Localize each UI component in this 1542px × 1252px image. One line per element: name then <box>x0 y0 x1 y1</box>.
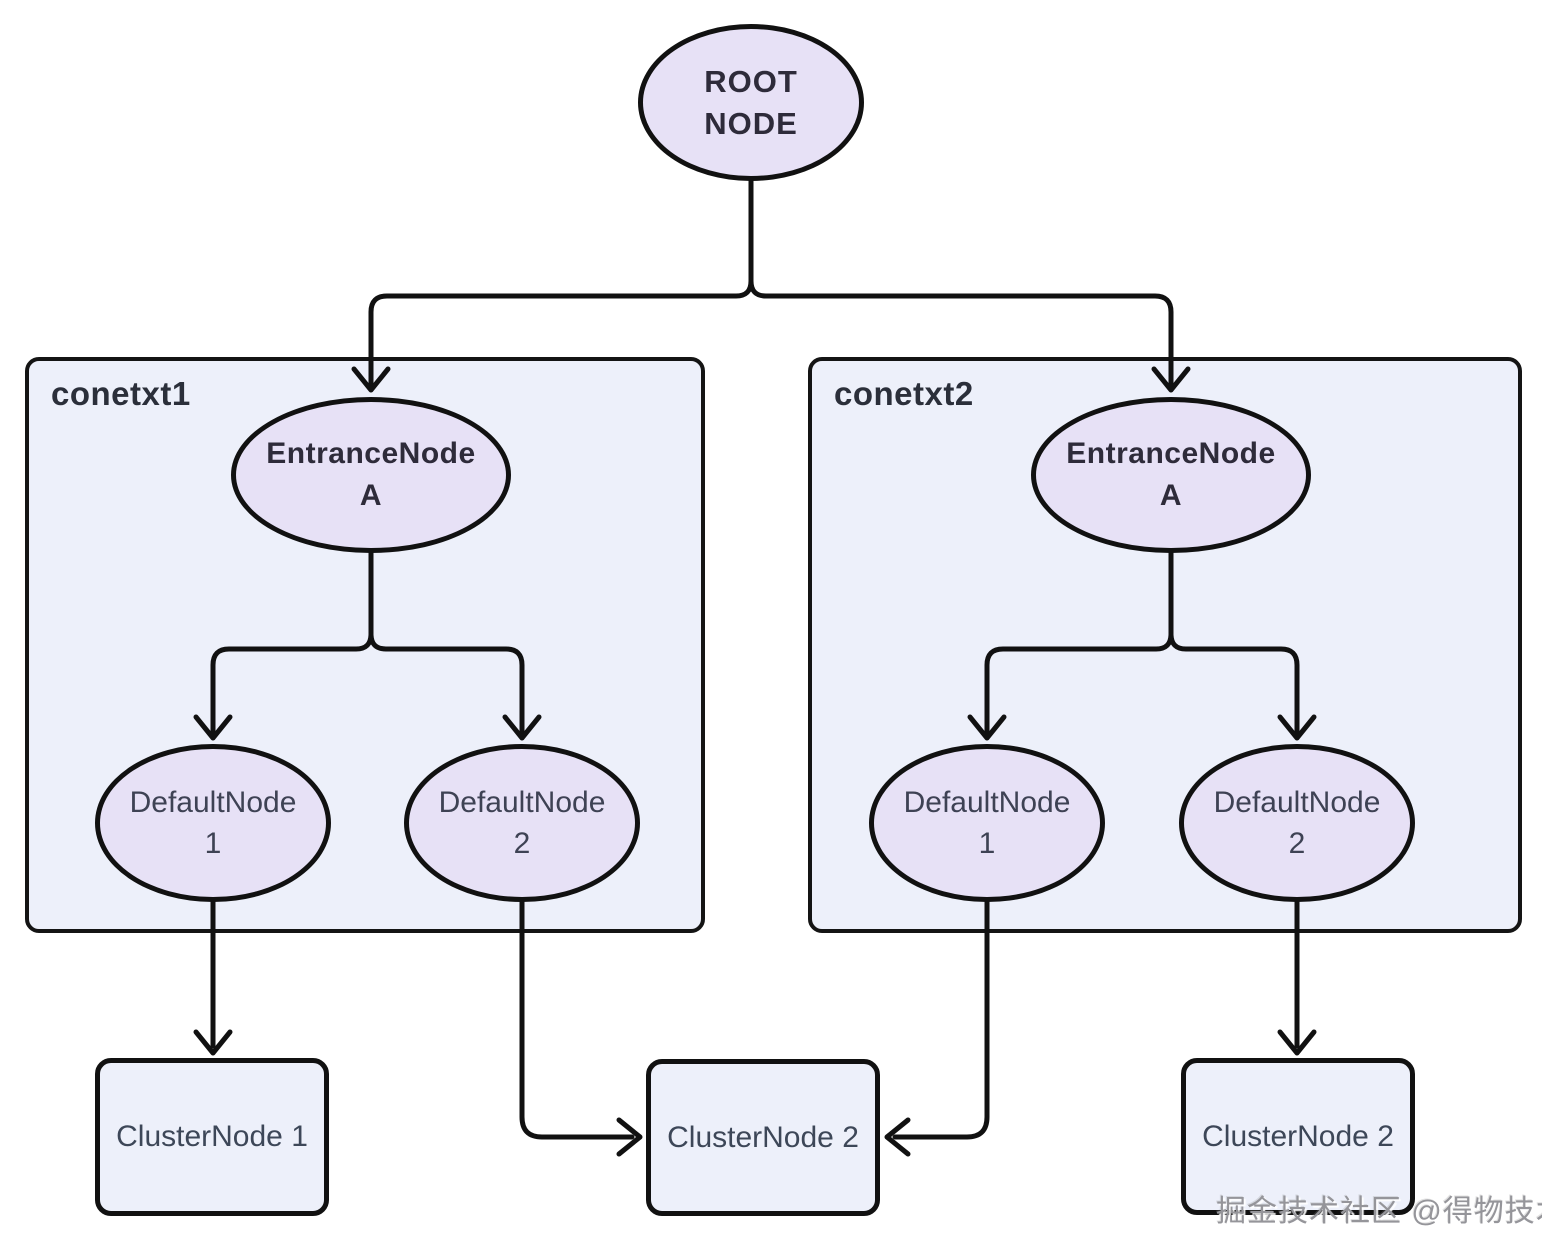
arrow-default12-to-cluster2 <box>519 899 635 1140</box>
context1-label: conetxt1 <box>51 375 191 412</box>
context1-entrance-node: EntranceNode A <box>231 397 511 553</box>
context1-default1-label-line1: DefaultNode <box>129 786 297 819</box>
arrow-default22-to-cluster2r-head <box>1277 1029 1317 1056</box>
cluster-node-2-right: ClusterNode 2 <box>1181 1058 1415 1215</box>
context1-entrance-label-line1: EntranceNode <box>266 437 476 470</box>
cluster-node-2-right-label: ClusterNode 2 <box>1202 1119 1394 1153</box>
context2-default-node-2: DefaultNode 2 <box>1179 744 1415 902</box>
arrow-root-to-context2-head <box>1151 366 1191 393</box>
context2-default-node-1: DefaultNode 1 <box>869 744 1105 902</box>
arrow-entrance2-to-default1 <box>984 631 1174 735</box>
cluster-node-2-middle-label: ClusterNode 2 <box>667 1120 859 1154</box>
context2-entrance-node: EntranceNode A <box>1031 397 1311 553</box>
cluster-node-2-middle: ClusterNode 2 <box>646 1059 880 1216</box>
arrow-entrance2-to-default2-head <box>1277 714 1317 741</box>
arrow-root-to-context1-head <box>351 366 391 393</box>
watermark-text: 掘金技术社区 @得物技术 <box>1216 1195 1542 1228</box>
root-node-label-line1: ROOT <box>704 63 798 99</box>
context2-default2-label-line1: DefaultNode <box>1213 786 1381 819</box>
root-node-label-line2: NODE <box>704 105 798 141</box>
context1-entrance-label-line2: A <box>359 479 383 512</box>
context2-default1-label-line2: 1 <box>978 827 996 860</box>
arrow-default12-to-cluster2-head <box>616 1117 643 1157</box>
arrow-entrance2-to-default2 <box>1168 631 1300 735</box>
context2-entrance-label-line2: A <box>1159 479 1183 512</box>
arrow-default21-to-cluster2-head <box>884 1117 911 1157</box>
arrow-entrance1-to-default1-head <box>193 714 233 741</box>
root-node: ROOT NODE <box>638 24 864 181</box>
context1-default2-label-line1: DefaultNode <box>438 786 606 819</box>
context1-default-node-1: DefaultNode 1 <box>95 744 331 902</box>
arrow-default11-to-cluster1-head <box>193 1029 233 1056</box>
arrow-root-to-context1 <box>368 278 754 387</box>
context2-default1-label-line1: DefaultNode <box>903 786 1071 819</box>
cluster-node-1: ClusterNode 1 <box>95 1058 329 1216</box>
arrow-entrance1-to-default1 <box>210 631 374 735</box>
cluster-node-1-label: ClusterNode 1 <box>116 1120 308 1153</box>
context2-label: conetxt2 <box>834 375 974 412</box>
arrow-root-to-context2 <box>748 278 1174 387</box>
arrow-entrance2-to-default1-head <box>967 714 1007 741</box>
context1-default-node-2: DefaultNode 2 <box>404 744 640 902</box>
arrow-entrance1-to-default2-head <box>502 714 542 741</box>
arrow-default21-to-cluster2 <box>892 899 990 1140</box>
arrow-entrance1-to-default2 <box>368 631 525 735</box>
context2-default2-label-line2: 2 <box>1288 827 1306 860</box>
context1-default2-label-line2: 2 <box>513 827 531 860</box>
context2-entrance-label-line1: EntranceNode <box>1066 437 1276 470</box>
context1-default1-label-line2: 1 <box>204 827 222 860</box>
